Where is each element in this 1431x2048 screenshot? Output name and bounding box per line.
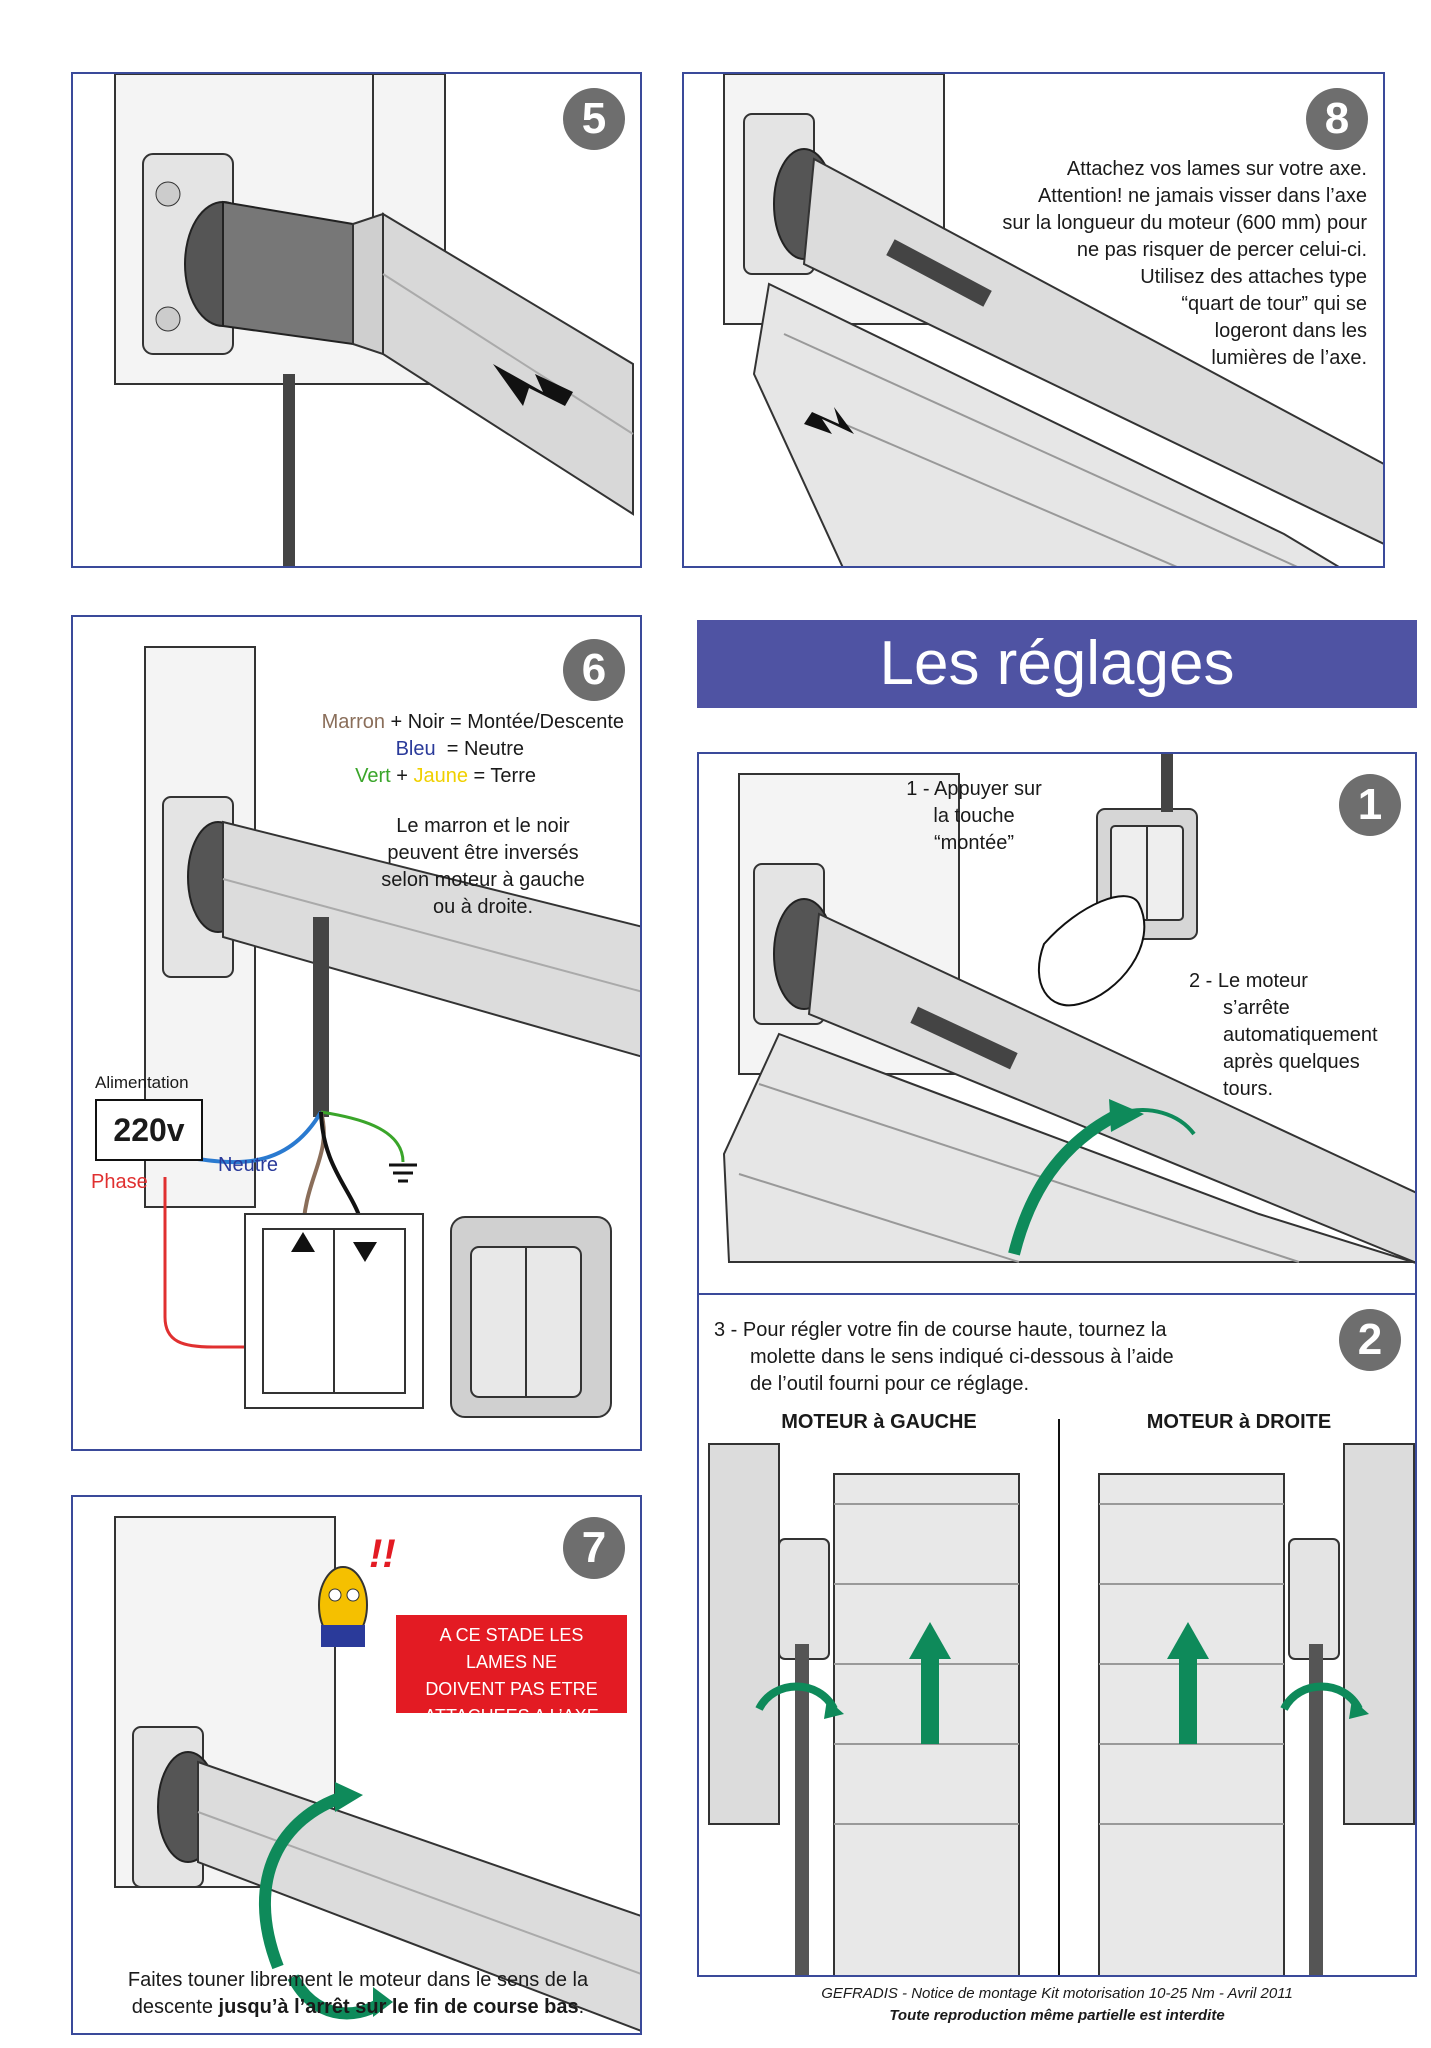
instruction-1: 1 - Appuyer sur la touche “montée”: [889, 776, 1059, 857]
motor-insertion-illustration: [114, 74, 634, 566]
text-line: peuvent être inversés: [387, 842, 579, 864]
text-line: automatiquement: [1223, 1024, 1378, 1046]
section-title-banner: Les réglages: [697, 620, 1417, 708]
caption-bold: jusqu’à l’arrêt sur le fin de course bas: [218, 1996, 579, 2018]
label-vert: Vert: [355, 765, 391, 787]
text-line: A CE STADE LES: [439, 1625, 584, 1645]
left-motor-label: MOTEUR à GAUCHE: [781, 1411, 977, 1433]
text-line: Attachez vos lames sur votre axe.: [1066, 158, 1367, 180]
neutre-label: Neutre: [218, 1154, 279, 1176]
svg-text:!!: !!: [369, 1532, 396, 1576]
text-line: DOIVENT PAS ETRE: [425, 1679, 598, 1699]
alimentation-label: Alimentation: [95, 1073, 189, 1092]
step-badge-7: 7: [563, 1517, 625, 1579]
caption-normal: descente: [131, 1996, 219, 2018]
label-plus: +: [390, 765, 414, 787]
label-jaune: Jaune: [413, 765, 469, 787]
label-marron: Marron: [321, 711, 385, 733]
text-line: ou à droite.: [432, 896, 534, 918]
text-line: ne pas risquer de percer celui-ci.: [1076, 239, 1367, 261]
footer-line-1: GEFRADIS - Notice de montage Kit motoris…: [821, 1985, 1293, 2002]
text-line: Le marron et le noir: [396, 815, 570, 837]
step-badge-6: 6: [563, 639, 625, 701]
step-badge-5: 5: [563, 88, 625, 150]
right-motor-label: MOTEUR à DROITE: [1146, 1411, 1332, 1433]
label-noir: + Noir = Montée/Descente: [384, 711, 624, 733]
text-line: molette dans le sens indiqué ci-dessous …: [750, 1346, 1174, 1368]
text-line: s’arrête: [1223, 997, 1290, 1019]
text-line: “montée”: [933, 832, 1015, 854]
label-neutre-eq: = Neutre: [435, 738, 524, 760]
instruction-2: 2 - Le moteur s’arrête automatiquement a…: [1189, 968, 1399, 1103]
mascot-icon: !!: [318, 1532, 396, 1647]
legend-line-bleu: Bleu = Neutre: [224, 736, 624, 763]
text-line: Attention! ne jamais visser dans l’axe: [1037, 185, 1367, 207]
wire-color-legend: Marron + Noir = Montée/Descente Bleu = N…: [224, 709, 624, 790]
text-line: sur la longueur du moteur (600 mm) pour: [1002, 212, 1367, 234]
wiring-note: Le marron et le noir peuvent être invers…: [373, 813, 593, 921]
settings-illustrations: [699, 754, 1415, 1975]
text-line: LAMES NE: [465, 1652, 558, 1672]
legend-line-marron: Marron + Noir = Montée/Descente: [224, 709, 624, 736]
phase-label: Phase: [91, 1171, 148, 1193]
text-line: 1 - Appuyer sur: [906, 778, 1042, 800]
caption-7: Faites touner librement le moteur dans l…: [83, 1967, 633, 2021]
text-line: “quart de tour” qui se: [1181, 293, 1367, 315]
panel-step-6: 6 Marron + Noir = Montée/Descente Bleu =…: [71, 615, 642, 1451]
slat-attachment-illustration: [723, 74, 1383, 566]
panel-step-8: 8 Attachez vos lames sur votre axe. Atte…: [682, 72, 1385, 568]
text-line: 3 - Pour régler votre fin de course haut…: [714, 1319, 1167, 1341]
caption-end: .: [578, 1996, 585, 2018]
text-line: descente jusqu’à l’arrêt sur le fin de c…: [83, 1994, 633, 2021]
text-line: 2 - Le moteur: [1189, 970, 1308, 992]
text-line: tours.: [1223, 1078, 1274, 1100]
text-line: logeront dans les: [1214, 320, 1367, 342]
footer-line-2: Toute reproduction même partielle est in…: [889, 2007, 1225, 2024]
free-rotation-illustration: !!: [114, 1516, 640, 2032]
instruction-3: 3 - Pour régler votre fin de course haut…: [714, 1317, 1274, 1398]
text-line: Faites touner librement le moteur dans l…: [127, 1969, 589, 1991]
step-badge-2: 2: [1339, 1309, 1401, 1371]
label-terre: = Terre: [468, 765, 536, 787]
panel-step-7: 7 !! Faites touner librement le moteur d…: [71, 1495, 642, 2035]
text-line: de l’outil fourni pour ce réglage.: [750, 1373, 1030, 1395]
instruction-text-8: Attachez vos lames sur votre axe. Attent…: [927, 156, 1367, 372]
label-bleu: Bleu: [395, 738, 436, 760]
text-line: après quelques: [1223, 1051, 1360, 1073]
voltage-box: 220v: [95, 1099, 203, 1161]
text-line: Utilisez des attaches type: [1140, 266, 1367, 288]
warning-box: A CE STADE LES LAMES NE DOIVENT PAS ETRE…: [396, 1615, 627, 1726]
text-line: la touche: [933, 805, 1015, 827]
step-badge-1: 1: [1339, 774, 1401, 836]
step-badge-8: 8: [1306, 88, 1368, 150]
legend-line-terre: Vert + Jaune = Terre: [224, 763, 624, 790]
panel-step-5: 5: [71, 72, 642, 568]
text-line: lumières de l’axe.: [1211, 347, 1367, 369]
text-line: selon moteur à gauche: [381, 869, 585, 891]
text-line: ATTACHEES A L’AXE: [424, 1706, 599, 1726]
panel-settings: 1: [697, 752, 1417, 1977]
